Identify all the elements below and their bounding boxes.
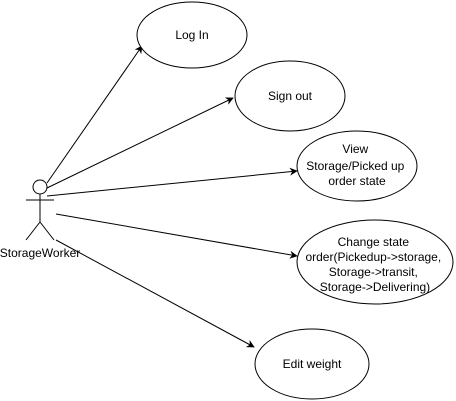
association-change-state [55, 213, 298, 259]
use-case-change-state-ellipse [296, 219, 454, 305]
use-case-view-state-ellipse [296, 130, 418, 202]
actor-right-leg [39, 221, 55, 241]
use-case-sign-out-ellipse [234, 60, 346, 132]
use-case-label-line: Log In [175, 28, 208, 42]
association-log-in [46, 45, 143, 184]
use-case-label-line: View [342, 142, 368, 156]
actor-storageworker: StorageWorker [0, 179, 80, 260]
use-case-label-line: order(Pickedup->storage, [305, 250, 441, 264]
use-case-label-line: order state [328, 174, 386, 188]
use-case-log-in[interactable]: Log In [136, 1, 248, 69]
use-case-sign-out-label: Sign out [268, 89, 313, 103]
use-case-label-line: Change state [338, 235, 410, 249]
association-sign-out [46, 97, 234, 189]
actor-label: StorageWorker [0, 246, 80, 260]
actor-head [32, 179, 48, 195]
use-case-log-in-ellipse [136, 1, 248, 69]
association-view-state [46, 167, 298, 197]
use-case-view-state-label: View Storage/Picked up order state [306, 142, 407, 188]
use-case-label-line: Sign out [268, 89, 313, 103]
use-case-change-state-label: Change state order(Pickedup->storage, St… [305, 235, 444, 294]
use-case-label-line: Storage->transit, [329, 265, 418, 279]
use-case-view-state[interactable]: View Storage/Picked up order state [296, 130, 418, 202]
use-case-sign-out[interactable]: Sign out [234, 60, 346, 132]
use-case-log-in-label: Log In [175, 28, 208, 42]
use-case-edit-weight[interactable]: Edit weight [254, 328, 370, 400]
association-edit-weight [55, 239, 255, 348]
associations [46, 45, 298, 348]
actor-left-leg [25, 221, 41, 241]
use-case-change-state[interactable]: Change state order(Pickedup->storage, St… [296, 219, 454, 305]
use-case-label-line: Storage->Delivering) [320, 280, 430, 294]
use-case-edit-weight-label: Edit weight [283, 357, 342, 371]
use-case-edit-weight-ellipse [254, 328, 370, 400]
use-case-label-line: Storage/Picked up [306, 159, 404, 173]
use-case-label-line: Edit weight [283, 357, 342, 371]
